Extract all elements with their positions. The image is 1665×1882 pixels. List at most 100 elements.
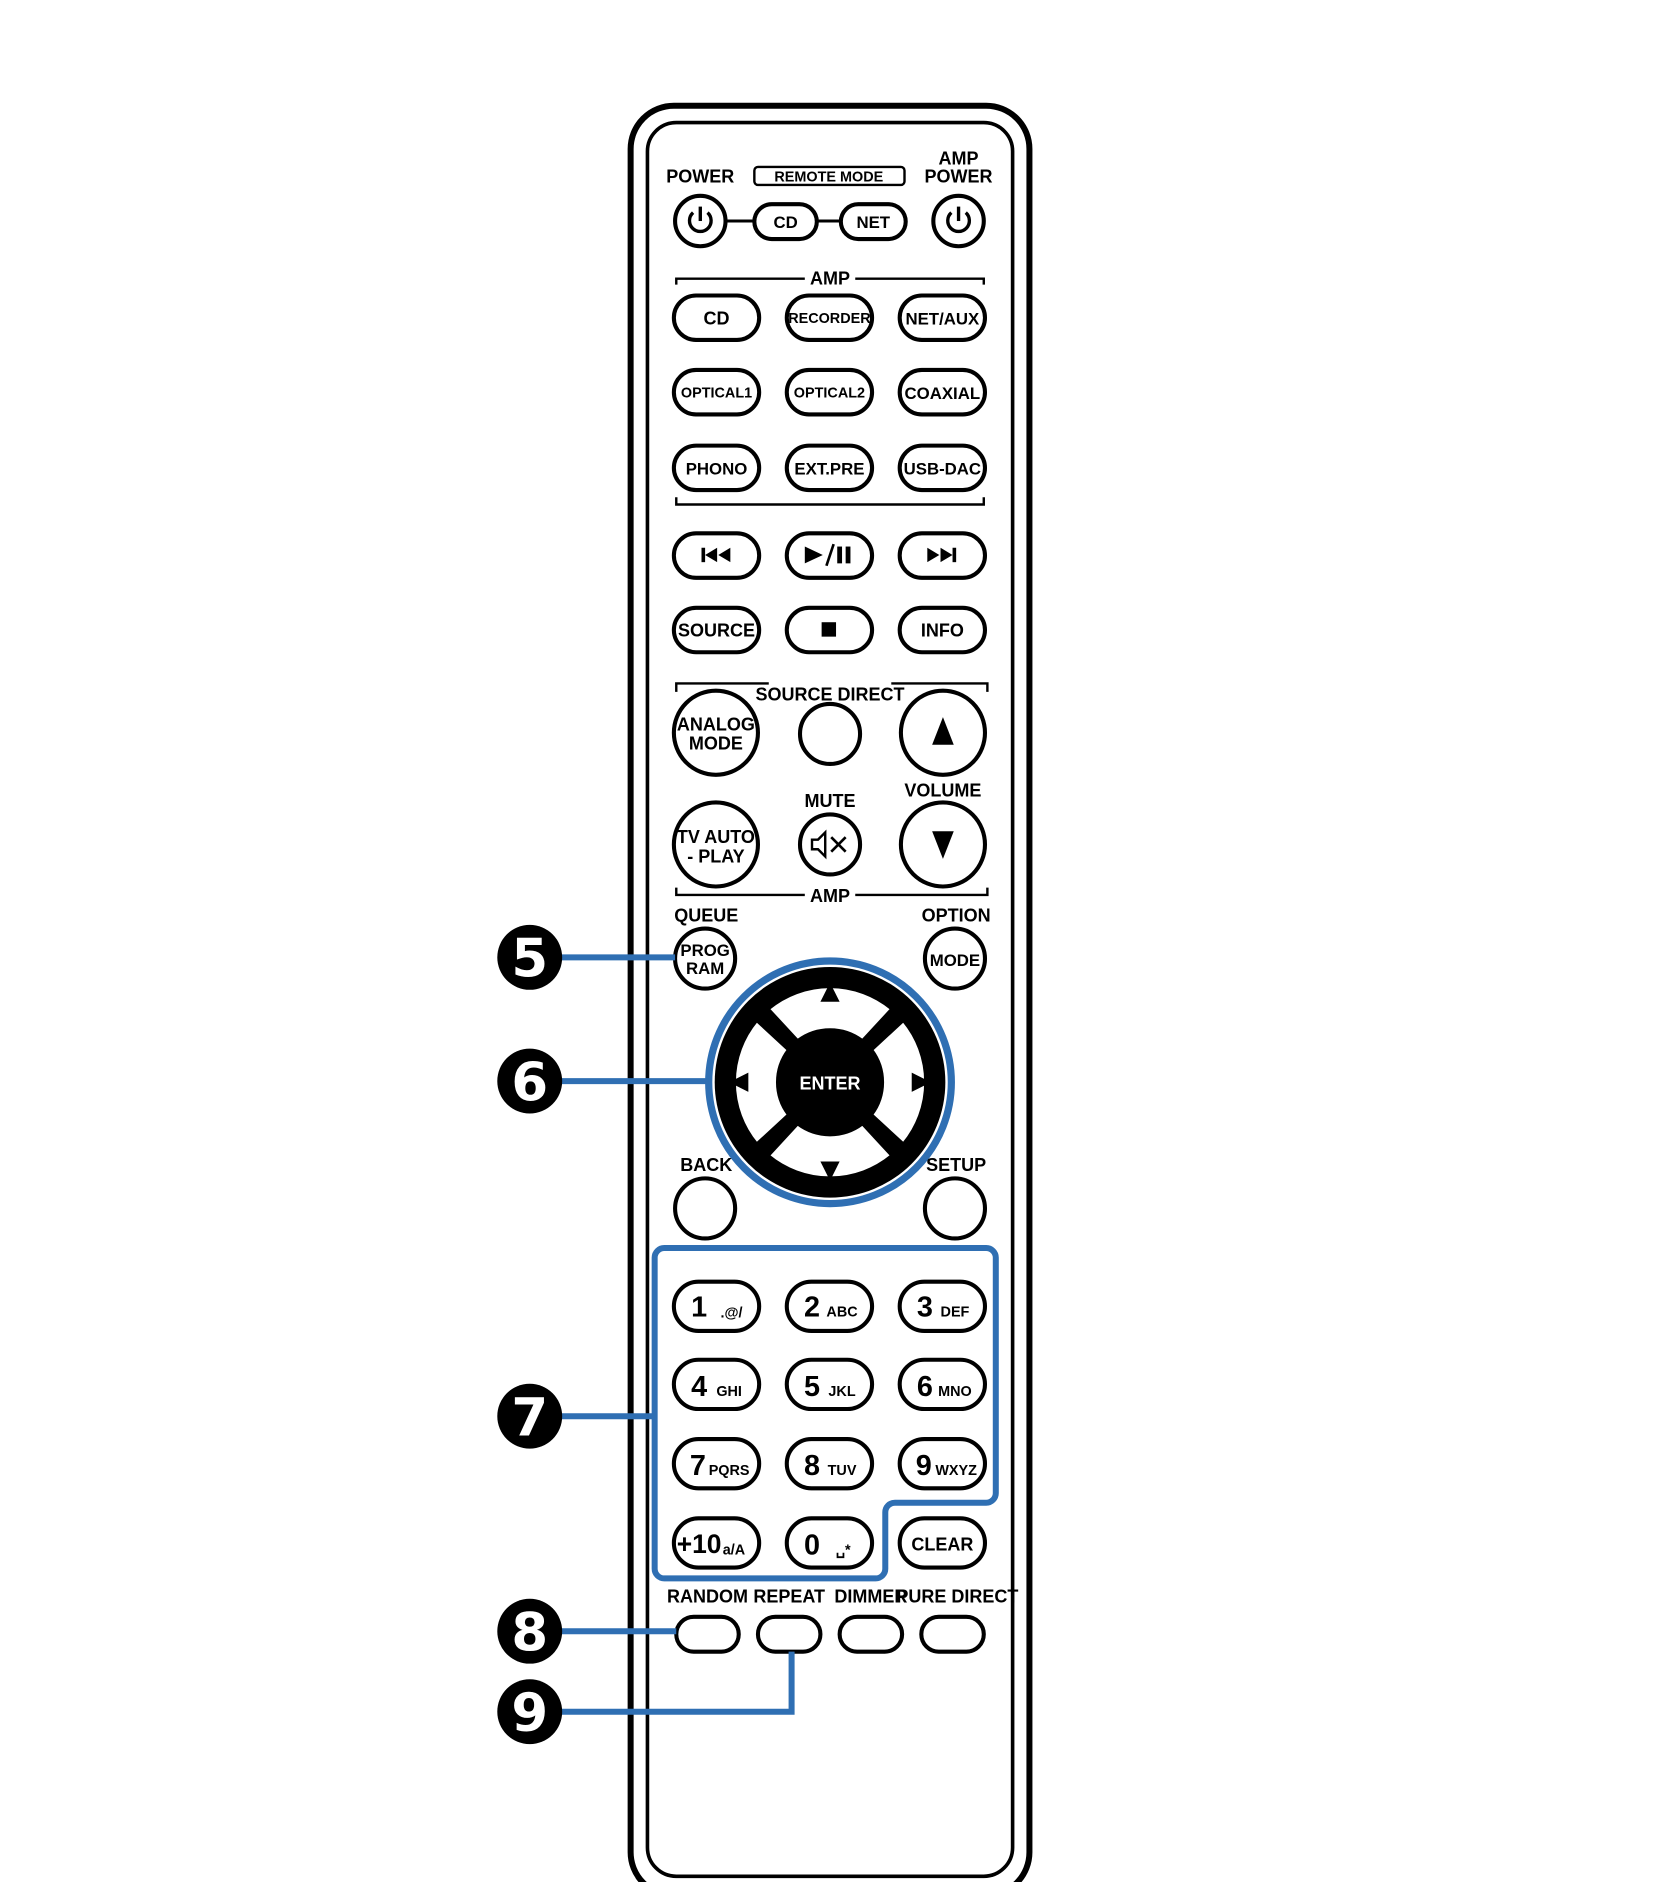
volume-up-button[interactable] [898,688,988,777]
ext-pre-button[interactable]: EXT.PRE [784,443,875,493]
svg-text:PROG: PROG [680,941,729,960]
numpad-plus10-button[interactable]: +10 a/A [671,1516,762,1570]
amp-bracket-2-top [675,682,989,692]
remote-mode-frame [753,165,906,187]
setup-button[interactable] [922,1176,988,1241]
analog-mode-button[interactable]: ANALOG MODE [671,688,760,777]
volume-down-button[interactable] [898,800,988,889]
stop-icon [821,622,837,637]
cursor-left-button[interactable] [733,1019,790,1146]
net-aux-button[interactable]: NET/AUX [897,293,988,342]
mode-button[interactable]: MODE [922,926,988,991]
usb-dac-button[interactable]: USB-DAC [897,443,988,493]
svg-text:NET: NET [856,213,890,232]
cursor-up-button[interactable] [767,985,894,1042]
numpad-1-button[interactable]: 1 .@/ [671,1279,762,1333]
dimmer-label: DIMMER [834,1586,907,1606]
numpad-3-button[interactable]: DEF 3 DEF [897,1279,988,1333]
amp-bracket-2-bottom [675,887,989,897]
numpad-7-button[interactable]: 7 PQRS [671,1436,762,1491]
amp-power-label-line1: AMP [939,149,979,169]
source-button[interactable]: SOURCE [671,605,762,655]
remote-mode-cd-button[interactable]: CD [752,202,819,242]
svg-text:ENTER: ENTER [800,1073,861,1093]
svg-text:1: 1 [691,1292,707,1324]
optical1-button[interactable]: OPTICAL1 [671,367,762,417]
cursor-right-button[interactable] [870,1019,927,1146]
skip-back-icon [701,547,731,563]
svg-text:␣*: ␣* [836,1542,851,1558]
dimmer-button[interactable] [837,1614,905,1654]
source-direct-label: SOURCE DIRECT [756,684,905,704]
svg-text:6: 6 [917,1371,933,1403]
repeat-button[interactable] [755,1614,823,1654]
amp-label: AMP [810,269,850,289]
mute-button[interactable] [797,812,863,877]
svg-text:5: 5 [511,929,548,990]
random-button[interactable] [674,1614,741,1654]
back-button[interactable] [673,1176,738,1241]
program-button[interactable]: PROG RAM [673,926,738,991]
play-pause-button[interactable] [784,531,875,580]
svg-text:RAM: RAM [686,959,724,978]
numpad-0-button[interactable]: 0 ␣* [784,1516,875,1570]
source-direct-button[interactable] [797,701,863,767]
coaxial-button[interactable]: COAXIAL [897,367,988,417]
tv-auto-play-button[interactable]: TV AUTO - PLAY [671,800,760,889]
numpad-5-button[interactable]: 5 JKL [784,1357,875,1412]
svg-text:OPTICAL2: OPTICAL2 [794,386,865,402]
svg-text:USB-DAC: USB-DAC [904,459,981,478]
amp-power-button[interactable] [931,193,986,249]
enter-button[interactable]: ENTER [781,1034,879,1131]
svg-text:NET/AUX: NET/AUX [905,309,980,328]
numpad-9-button[interactable]: 9 WXYZ [897,1436,988,1491]
power-icon [687,211,713,234]
random-label: RANDOM [667,1586,748,1606]
pure-direct-button[interactable] [919,1614,986,1654]
svg-text:GHI: GHI [716,1384,742,1400]
numpad-6-button[interactable]: 6 MNO [897,1357,988,1412]
phono-button[interactable]: PHONO [671,443,762,493]
remote-mode-net-button[interactable]: NET [838,202,908,242]
svg-text:PHONO: PHONO [686,459,748,478]
mute-label: MUTE [805,791,856,811]
svg-text:9: 9 [916,1450,932,1482]
setup-label: SETUP [926,1155,986,1175]
svg-text:2: 2 [804,1292,820,1324]
svg-text:0: 0 [804,1529,820,1561]
amp-bottom-label: AMP [810,886,850,906]
power-button[interactable] [673,193,728,249]
cursor-pad: ENTER [705,957,955,1208]
amp-power-label-line2: POWER [925,167,993,187]
skip-forward-icon [927,547,957,563]
numpad-2-button[interactable]: 2 ABC [784,1279,875,1333]
svg-text:RECORDER: RECORDER [788,311,871,327]
svg-text:WXYZ: WXYZ [935,1463,977,1479]
svg-text:ANALOG: ANALOG [677,714,755,734]
numpad-8-button[interactable]: 8 TUV [784,1436,875,1491]
next-button[interactable] [897,531,988,580]
volume-down-icon [932,831,954,859]
svg-text:DEF: DEF [941,1305,970,1321]
callout-9-leader [552,1651,795,1715]
arrow-right-icon [911,1072,931,1092]
svg-text:7: 7 [511,1387,548,1448]
svg-text:COAXIAL: COAXIAL [905,384,981,403]
svg-text:TUV: TUV [828,1463,857,1479]
svg-text:.@/: .@/ [720,1306,742,1322]
cursor-down-button[interactable] [767,1122,894,1179]
cd-button[interactable]: CD [671,293,762,342]
recorder-button[interactable]: RECORDER [784,293,875,342]
svg-text:PQRS: PQRS [709,1463,750,1479]
optical2-button[interactable]: OPTICAL2 [784,367,875,417]
remote-mode-label: REMOTE MODE [774,169,883,185]
clear-button[interactable]: CLEAR [897,1516,988,1570]
callout-6: 6 [497,1048,563,1114]
volume-label: VOLUME [904,780,981,800]
info-button[interactable]: INFO [897,605,988,655]
stop-button[interactable] [784,605,875,655]
previous-button[interactable] [671,531,762,580]
numpad-4-button[interactable]: 4 GHI [671,1357,762,1412]
power-label: POWER [666,167,734,187]
